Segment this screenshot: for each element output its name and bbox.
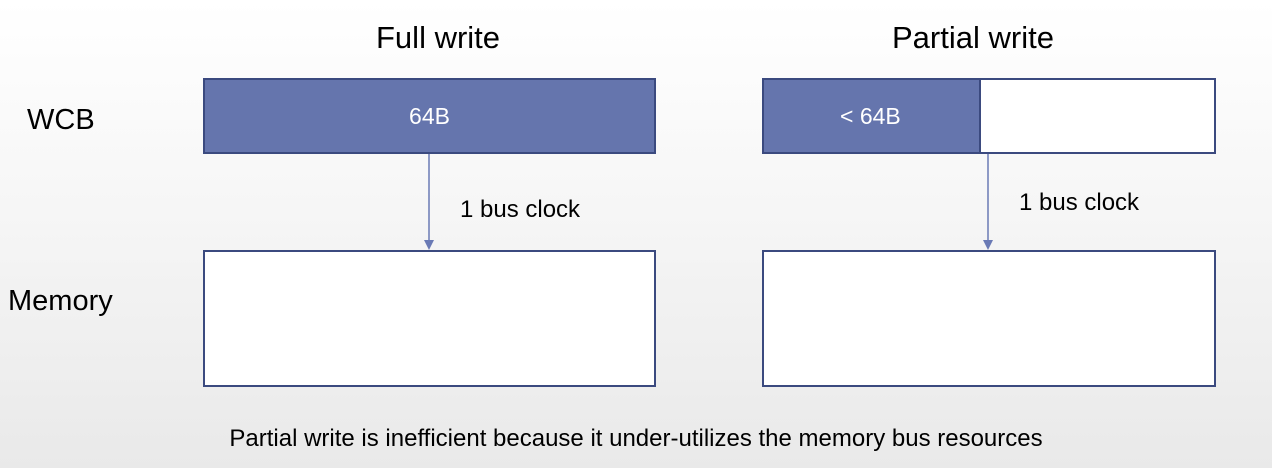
memory-label: Memory: [8, 285, 113, 317]
partial-wcb-box: < 64B: [762, 78, 1216, 154]
caption: Partial write is inefficient because it …: [229, 425, 1043, 452]
full-transfer-label: 1 bus clock: [460, 196, 581, 223]
full-write-title: Full write: [376, 20, 501, 55]
full-wcb-fill: 64B: [205, 80, 654, 152]
partial-write-title: Partial write: [892, 20, 1054, 55]
full-memory-box: [203, 250, 656, 387]
partial-wcb-fill: < 64B: [764, 80, 981, 152]
full-transfer-arrow: [424, 154, 434, 250]
wcb-label: WCB: [27, 104, 95, 136]
partial-transfer-label: 1 bus clock: [1019, 189, 1140, 216]
partial-wcb-size: < 64B: [840, 102, 901, 129]
full-wcb-size: 64B: [409, 102, 450, 129]
partial-memory-box: [762, 250, 1216, 387]
partial-transfer-arrow: [983, 154, 993, 250]
full-wcb-box: 64B: [203, 78, 656, 154]
